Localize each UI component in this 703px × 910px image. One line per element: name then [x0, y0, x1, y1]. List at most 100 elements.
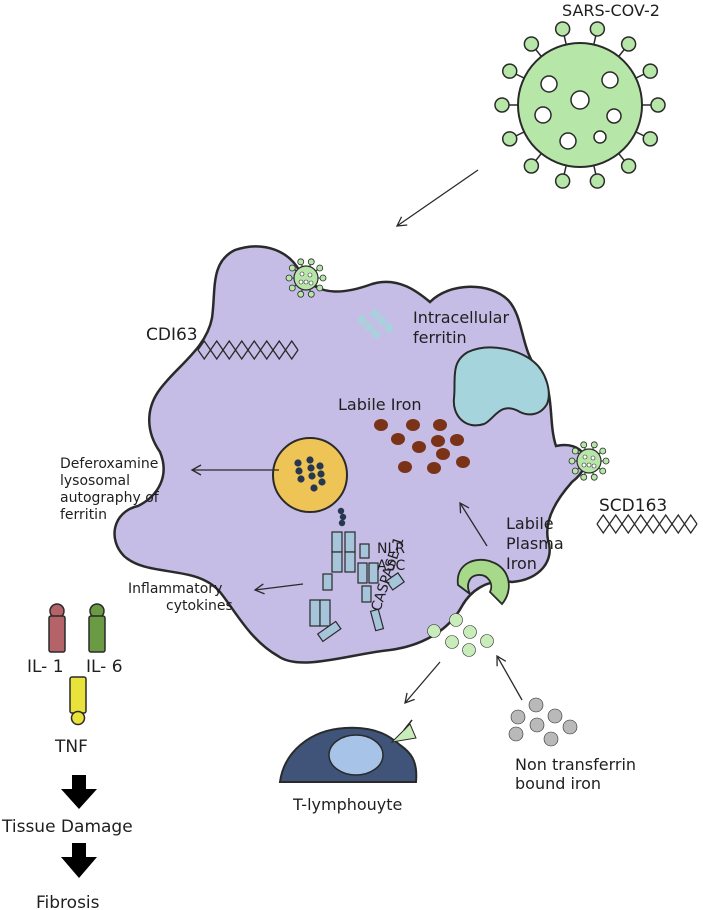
virus-spike-tip	[297, 258, 305, 266]
virus-spike-tip	[319, 274, 327, 282]
virus-spike-tip	[316, 264, 324, 272]
nti-arrow	[496, 654, 523, 701]
macrophage-cell	[113, 245, 587, 664]
il1-label: IL- 1	[27, 657, 64, 677]
fibrosis-label: Fibrosis	[36, 893, 100, 910]
deferoxamine-line-2: lysosomal	[60, 473, 130, 489]
virus-hole	[307, 272, 313, 278]
virus-spike-tip	[523, 158, 540, 174]
virus-hole	[298, 279, 304, 285]
il1-cytokine-icon	[48, 603, 66, 653]
virus-spike-tip	[590, 473, 598, 481]
inflammatory-cytokines-label: Inflammatory cytokines	[128, 581, 233, 614]
zigzag-strand	[596, 522, 698, 535]
small-virus-icon	[285, 258, 327, 298]
virus-hole	[586, 462, 592, 468]
deferoxamine-line-3: autography of	[60, 490, 160, 506]
virus-spike-tip	[494, 97, 510, 113]
virus-spike-tip	[288, 264, 296, 272]
sars-cov-2-virus-icon	[494, 21, 666, 189]
small-virus-icon	[568, 441, 610, 481]
lpi-line-1: Labile	[506, 514, 554, 533]
virus-spike-tip	[568, 457, 576, 465]
intracellular-ferritin-label: Intracellular ferritin	[413, 308, 514, 347]
infection-arrow	[395, 169, 479, 227]
labile-plasma-iron-label: Labile Plasma Iron	[506, 514, 569, 573]
cytokine-arrow	[253, 583, 304, 595]
ferritin-vacuole	[452, 346, 550, 427]
deferoxamine-line-1: Deferoxamine	[60, 456, 158, 472]
nti-line-2: bound iron	[515, 774, 601, 793]
virus-body	[293, 265, 319, 291]
scd163-receptor-icon	[596, 513, 698, 535]
inflammasome-complex-icon	[309, 507, 406, 643]
non-transferrin-iron-dots	[508, 697, 578, 747]
virus-spike-tip	[580, 473, 588, 481]
virus-spike-tip	[554, 21, 571, 37]
non-transferrin-label: Non transferrin bound iron	[515, 755, 641, 793]
asc-label: ASC	[377, 558, 405, 574]
lpi-line-3: Iron	[506, 554, 537, 573]
scd163-label: SCD163	[599, 496, 667, 516]
labile-iron-label: Labile Iron	[338, 395, 422, 414]
virus-spike-tip	[589, 21, 606, 37]
cytokine-line-2: cytokines	[166, 598, 233, 614]
virus-spike-tip	[307, 258, 315, 266]
t-lymphocyte-cell	[278, 719, 418, 783]
t-lymphocyte-label: T-lymphouyte	[292, 795, 402, 814]
tnf-label: TNF	[54, 737, 88, 757]
zigzag-strand	[596, 513, 698, 526]
virus-spike-tip	[571, 467, 579, 475]
tissue-damage-label: Tissue Damage	[1, 817, 133, 837]
virus-spike-tip	[580, 441, 588, 449]
virus-spike-tip	[642, 63, 659, 79]
virus-hole	[582, 454, 588, 460]
virus-spike-tip	[590, 441, 598, 449]
labile-iron-dots	[374, 419, 470, 474]
down-arrow-icon	[61, 843, 97, 878]
virus-spike-tip	[620, 36, 637, 52]
cd163-receptor-icon	[197, 339, 299, 361]
ferritin-particles-icon	[357, 309, 394, 339]
virus-spike-tip	[523, 36, 540, 52]
virus-spike-tip	[599, 467, 607, 475]
plasma-iron-dots	[427, 613, 494, 657]
virus-hole	[591, 463, 597, 469]
intracellular-line-1: Intracellular	[413, 308, 509, 327]
cytokine-line-1: Inflammatory	[128, 581, 222, 597]
virus-hole	[308, 280, 314, 286]
lysosome-icon	[272, 437, 348, 513]
down-arrow-icon	[61, 775, 97, 809]
virus-spike-tip	[620, 158, 637, 174]
il6-cytokine-icon	[88, 603, 106, 653]
intracellular-line-2: ferritin	[413, 328, 467, 347]
nti-line-1: Non transferrin	[515, 755, 636, 774]
iron-receptor-icon	[457, 558, 510, 606]
virus-body	[576, 448, 602, 474]
virus-spike-tip	[599, 447, 607, 455]
virus-spike-tip	[307, 290, 315, 298]
il6-label: IL- 6	[86, 657, 123, 677]
nlr-label: NLR	[377, 541, 405, 557]
virus-hole	[581, 462, 587, 468]
virus-spike-tip	[316, 284, 324, 292]
lpi-arrow	[459, 501, 488, 547]
cd163-label: CDI63	[146, 325, 198, 345]
virus-spike-tip	[501, 63, 518, 79]
virus-spike-tip	[571, 447, 579, 455]
virus-hole	[303, 279, 309, 285]
zigzag-strand	[197, 348, 299, 361]
virus-spike-tip	[602, 457, 610, 465]
virus-spike-tip	[642, 131, 659, 147]
virus-spike-tip	[501, 131, 518, 147]
virus-spike-tip	[297, 290, 305, 298]
virus-spike-tip	[285, 274, 293, 282]
tnf-cytokine-icon	[69, 676, 87, 726]
deferoxamine-label: Deferoxamine lysosomal autography of fer…	[60, 456, 163, 523]
deferoxamine-line-4: ferritin	[60, 507, 107, 523]
virus-hole	[590, 455, 596, 461]
virus-label: SARS-COV-2	[562, 1, 660, 20]
virus-spike-tip	[554, 173, 571, 189]
